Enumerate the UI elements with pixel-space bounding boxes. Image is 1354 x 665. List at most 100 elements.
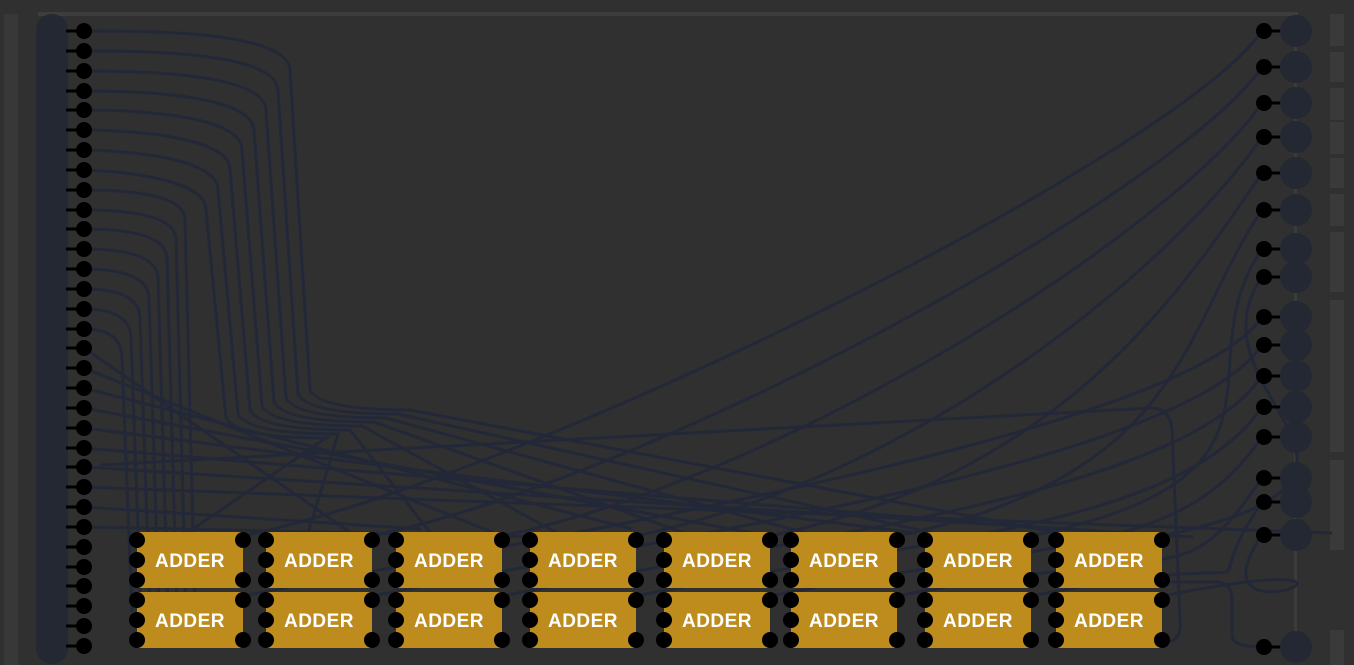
output-pin[interactable] [1256, 494, 1272, 510]
input-pin[interactable] [76, 301, 92, 317]
adder-input-pin[interactable] [129, 552, 145, 568]
adder-input-pin[interactable] [1048, 592, 1064, 608]
adder-chip[interactable]: ADDER [783, 532, 905, 588]
adder-input-pin[interactable] [917, 592, 933, 608]
input-pin[interactable] [76, 598, 92, 614]
input-pin[interactable] [76, 420, 92, 436]
adder-input-pin[interactable] [783, 592, 799, 608]
output-node[interactable] [1280, 233, 1312, 265]
input-pin[interactable] [76, 102, 92, 118]
adder-output-pin[interactable] [364, 572, 380, 588]
adder-output-pin[interactable] [1154, 592, 1170, 608]
adder-output-pin[interactable] [889, 572, 905, 588]
input-pin[interactable] [76, 241, 92, 257]
adder-input-pin[interactable] [388, 612, 404, 628]
adder-output-pin[interactable] [494, 532, 510, 548]
adder-output-pin[interactable] [364, 532, 380, 548]
adder-output-pin[interactable] [364, 632, 380, 648]
adder-output-pin[interactable] [1023, 572, 1039, 588]
input-pin[interactable] [76, 440, 92, 456]
adder-input-pin[interactable] [522, 532, 538, 548]
output-node[interactable] [1280, 87, 1312, 119]
adder-chip[interactable]: ADDER [917, 592, 1039, 648]
output-node[interactable] [1280, 391, 1312, 423]
input-pin[interactable] [76, 162, 92, 178]
adder-input-pin[interactable] [1048, 552, 1064, 568]
adder-output-pin[interactable] [762, 592, 778, 608]
input-pin[interactable] [76, 23, 92, 39]
input-pin[interactable] [76, 459, 92, 475]
adder-input-pin[interactable] [1048, 532, 1064, 548]
adder-input-pin[interactable] [258, 592, 274, 608]
adder-input-pin[interactable] [1048, 632, 1064, 648]
adder-input-pin[interactable] [388, 532, 404, 548]
input-pin[interactable] [76, 43, 92, 59]
output-node[interactable] [1280, 486, 1312, 518]
adder-input-pin[interactable] [522, 592, 538, 608]
output-node[interactable] [1280, 261, 1312, 293]
input-pin[interactable] [76, 63, 92, 79]
adder-chip[interactable]: ADDER [388, 592, 510, 648]
input-pin[interactable] [76, 142, 92, 158]
output-node[interactable] [1280, 360, 1312, 392]
adder-chip[interactable]: ADDER [783, 592, 905, 648]
adder-input-pin[interactable] [522, 552, 538, 568]
adder-input-pin[interactable] [388, 572, 404, 588]
adder-input-pin[interactable] [656, 612, 672, 628]
input-pin[interactable] [76, 221, 92, 237]
input-pin[interactable] [76, 281, 92, 297]
output-node[interactable] [1280, 519, 1312, 551]
output-pin[interactable] [1256, 269, 1272, 285]
adder-input-pin[interactable] [258, 532, 274, 548]
output-pin[interactable] [1256, 337, 1272, 353]
output-pin[interactable] [1256, 309, 1272, 325]
adder-chip[interactable]: ADDER [656, 532, 778, 588]
adder-input-pin[interactable] [129, 612, 145, 628]
output-node[interactable] [1280, 301, 1312, 333]
output-node[interactable] [1280, 462, 1312, 494]
adder-input-pin[interactable] [388, 632, 404, 648]
adder-chip[interactable]: ADDER [656, 592, 778, 648]
input-pin[interactable] [76, 479, 92, 495]
adder-output-pin[interactable] [1023, 632, 1039, 648]
input-pin[interactable] [76, 340, 92, 356]
adder-input-pin[interactable] [783, 552, 799, 568]
output-pin[interactable] [1256, 202, 1272, 218]
adder-output-pin[interactable] [1023, 592, 1039, 608]
adder-chip[interactable]: ADDER [522, 532, 644, 588]
adder-output-pin[interactable] [1154, 532, 1170, 548]
adder-input-pin[interactable] [1048, 612, 1064, 628]
output-node[interactable] [1280, 329, 1312, 361]
input-pin[interactable] [76, 202, 92, 218]
adder-output-pin[interactable] [235, 572, 251, 588]
adder-output-pin[interactable] [628, 572, 644, 588]
adder-output-pin[interactable] [235, 592, 251, 608]
output-pin[interactable] [1256, 95, 1272, 111]
output-pin[interactable] [1256, 527, 1272, 543]
adder-input-pin[interactable] [129, 632, 145, 648]
adder-output-pin[interactable] [889, 592, 905, 608]
adder-output-pin[interactable] [1023, 532, 1039, 548]
input-pin[interactable] [76, 321, 92, 337]
output-node[interactable] [1280, 631, 1312, 663]
output-pin[interactable] [1256, 23, 1272, 39]
adder-input-pin[interactable] [129, 592, 145, 608]
adder-input-pin[interactable] [129, 532, 145, 548]
adder-input-pin[interactable] [522, 632, 538, 648]
adder-output-pin[interactable] [628, 632, 644, 648]
input-pin[interactable] [76, 122, 92, 138]
adder-input-pin[interactable] [656, 572, 672, 588]
adder-input-pin[interactable] [522, 612, 538, 628]
adder-output-pin[interactable] [628, 532, 644, 548]
output-pin[interactable] [1256, 241, 1272, 257]
input-pin[interactable] [76, 519, 92, 535]
adder-input-pin[interactable] [656, 592, 672, 608]
adder-input-pin[interactable] [656, 632, 672, 648]
adder-input-pin[interactable] [522, 572, 538, 588]
adder-output-pin[interactable] [235, 532, 251, 548]
adder-input-pin[interactable] [656, 532, 672, 548]
adder-output-pin[interactable] [889, 532, 905, 548]
adder-input-pin[interactable] [258, 552, 274, 568]
adder-chip[interactable]: ADDER [258, 592, 380, 648]
